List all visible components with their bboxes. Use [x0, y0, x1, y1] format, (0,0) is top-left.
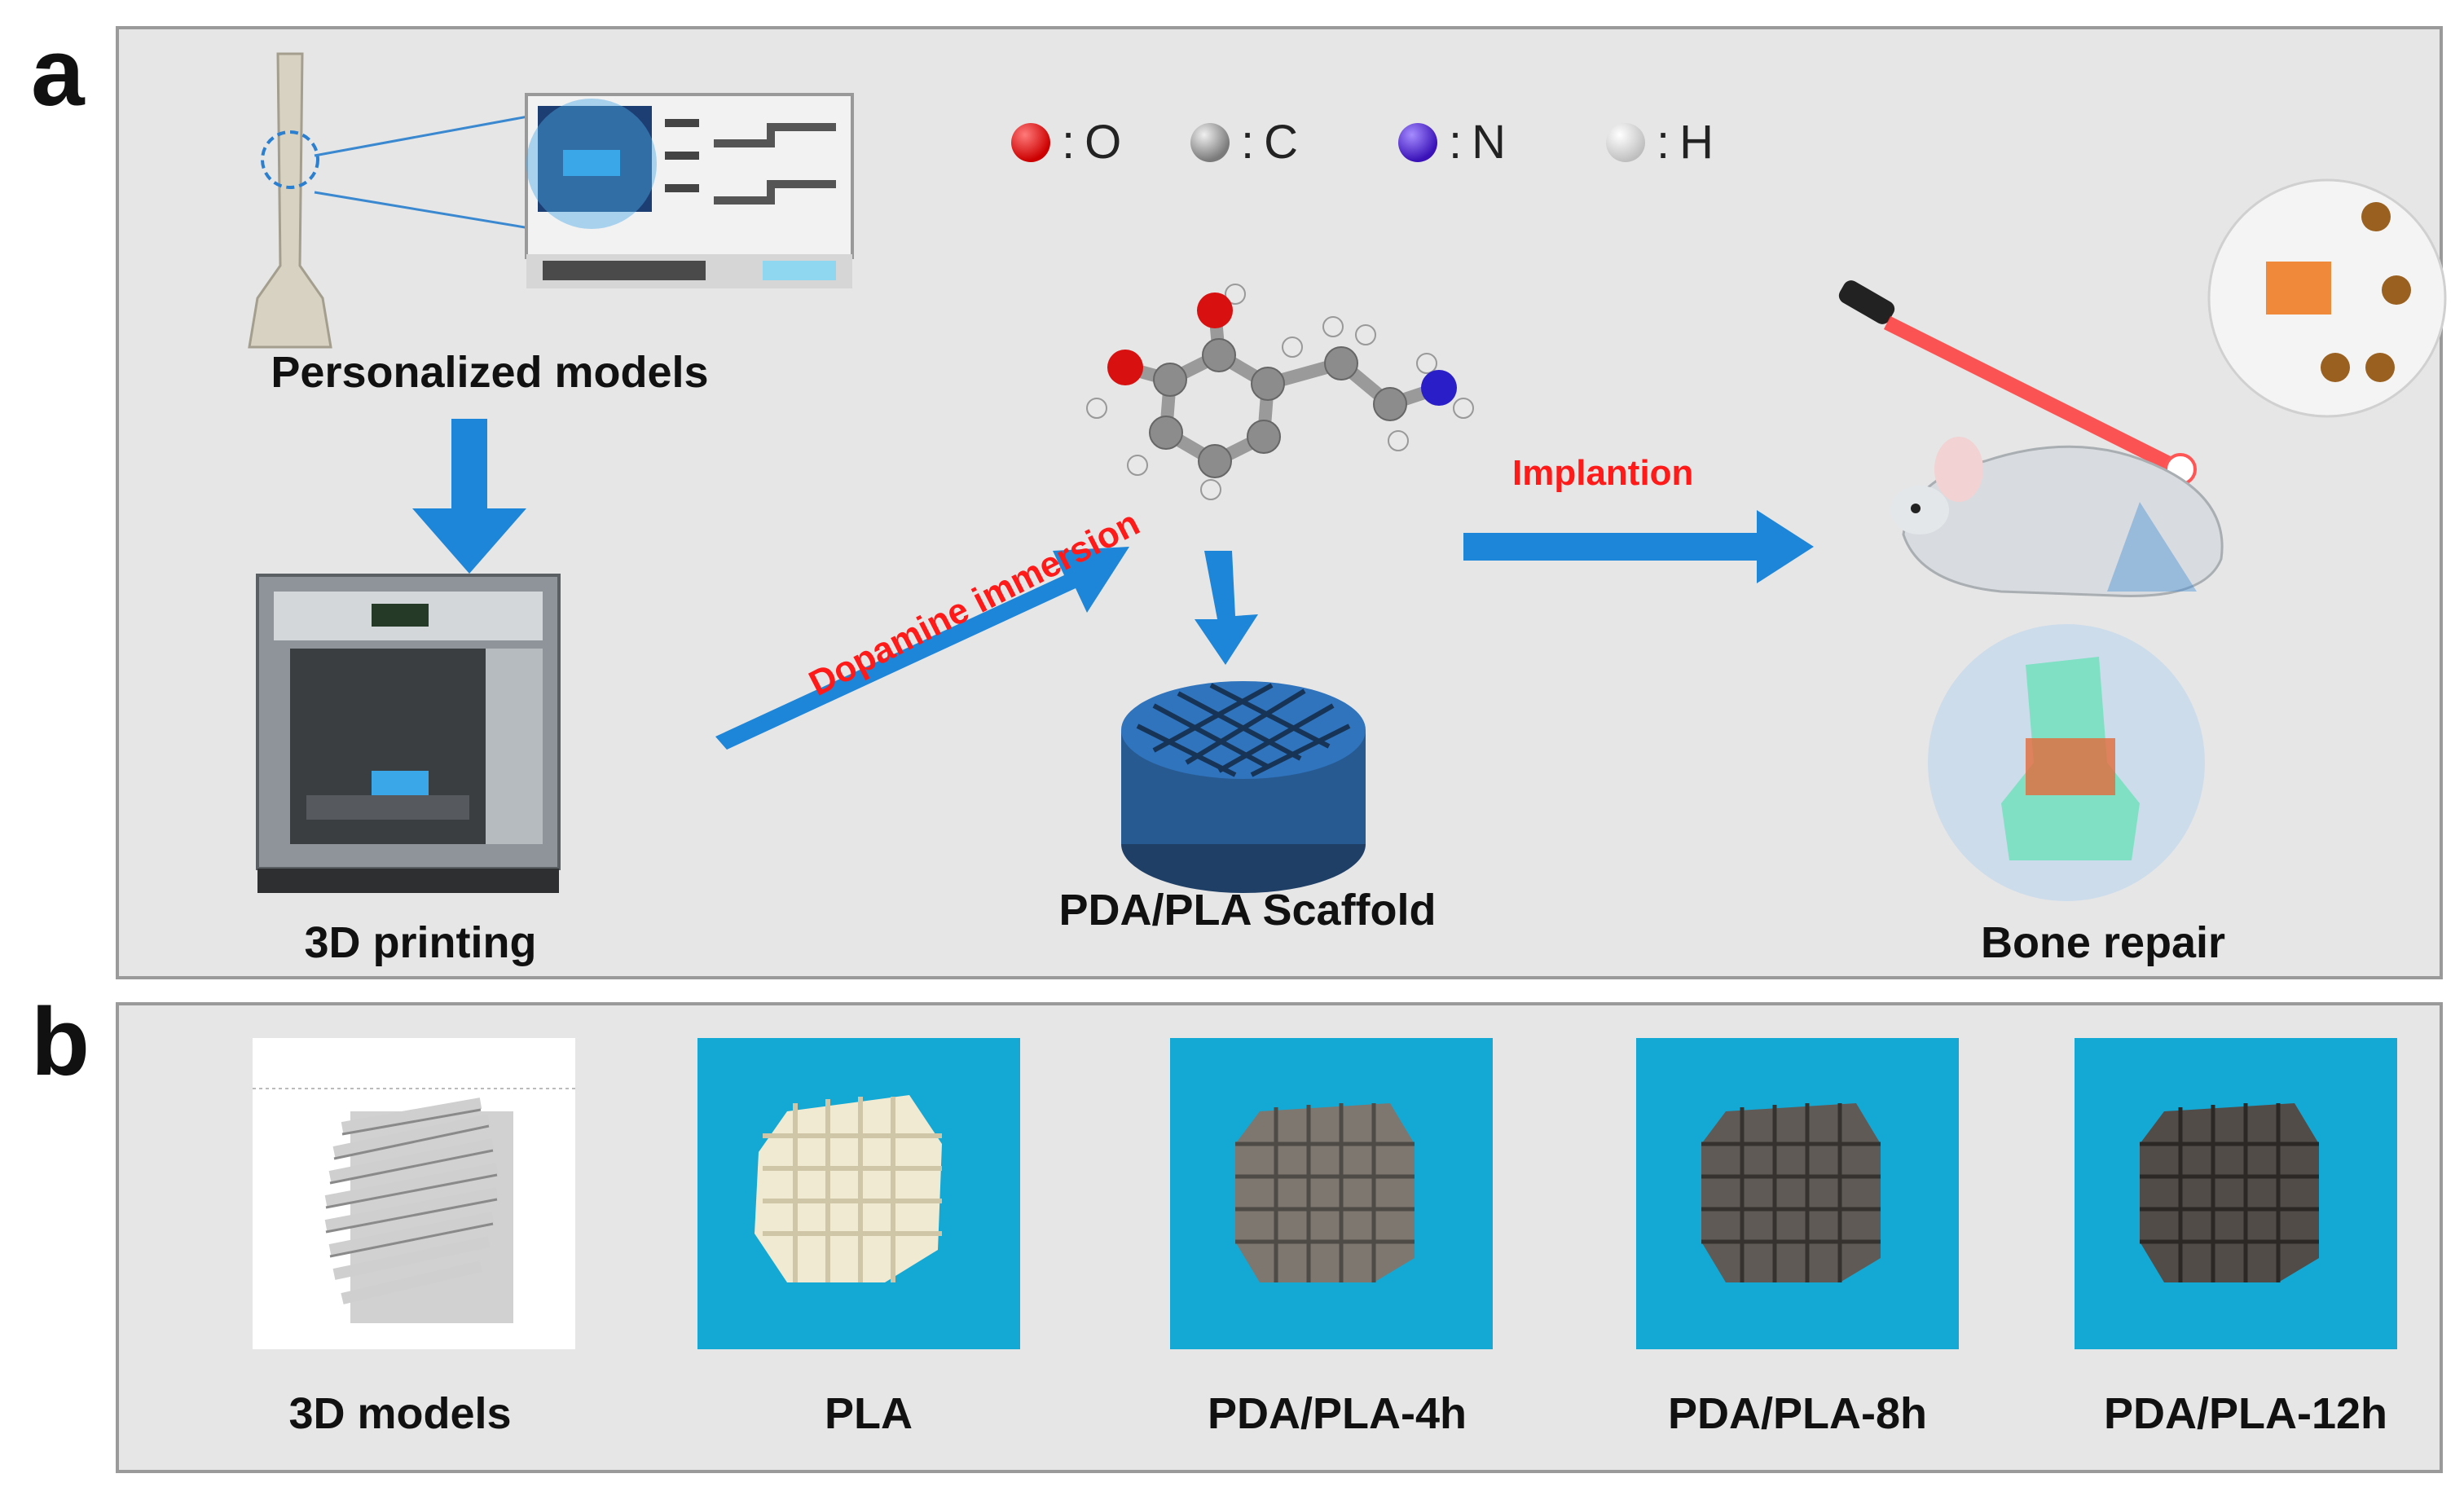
implantion-arrow — [1463, 510, 1814, 583]
nitrogen-atom-icon — [1398, 122, 1437, 162]
pda-pla-12h-scaffold-icon — [2140, 1103, 2319, 1282]
panel-b: 3D models PLA PDA/PLA-4h PDA/PLA-8h PDA/… — [116, 1002, 2443, 1473]
zoom-bubble-icon — [2207, 178, 2447, 418]
3d-printing-label: 3D printing — [304, 918, 537, 967]
legend-symbol: : — [1241, 116, 1255, 169]
legend-symbol: : — [1657, 116, 1670, 169]
panel-a: Personalized models 3D printing Dopamine… — [116, 26, 2447, 979]
pda-pla-8h-scaffold-icon — [1701, 1103, 1881, 1282]
implantion-label: Implantion — [1512, 453, 1694, 493]
down-arrow — [412, 419, 526, 574]
pda-pla-4h-scaffold-icon — [1235, 1103, 1415, 1282]
bone-repair-label: Bone repair — [1980, 918, 2226, 967]
panel-a-letter: a — [31, 19, 85, 126]
repaired-bone-icon — [1928, 624, 2205, 901]
legend-element: N — [1472, 116, 1507, 169]
pda-pla-12h-photo — [2075, 1038, 2397, 1349]
carbon-atom-icon — [1190, 122, 1230, 162]
3d-models-label: 3D models — [288, 1389, 512, 1438]
pda-pla-8h-photo — [1636, 1038, 1959, 1349]
pla-photo — [697, 1038, 1020, 1349]
legend-symbol: : — [1062, 116, 1076, 169]
computer-icon — [314, 93, 854, 288]
pda-pla-12h-label: PDA/PLA-12h — [2103, 1389, 2388, 1438]
bone-icon — [248, 52, 332, 349]
legend-item-carbon: : C — [1190, 115, 1298, 169]
pla-label: PLA — [825, 1389, 913, 1438]
dopamine-arrow — [715, 547, 1129, 750]
mouse-icon — [1890, 437, 2224, 597]
personalized-models-label: Personalized models — [271, 348, 709, 397]
dopamine-molecule-icon — [1086, 284, 1474, 500]
pda-pla-scaffold-label: PDA/PLA Scaffold — [1058, 886, 1437, 935]
legend-element: C — [1264, 116, 1299, 169]
legend-item-oxygen: : O — [1011, 115, 1121, 169]
legend-element: H — [1679, 116, 1714, 169]
pda-pla-4h-label: PDA/PLA-4h — [1207, 1389, 1467, 1438]
printer-icon — [256, 574, 561, 893]
hydrogen-atom-icon — [1606, 122, 1645, 162]
scaffold-icon — [1121, 681, 1366, 893]
legend-symbol: : — [1449, 116, 1463, 169]
panel-b-letter: b — [31, 988, 90, 1096]
scaffold-model-icon — [253, 1088, 575, 1323]
legend-element: O — [1085, 116, 1122, 169]
3d-model-image — [253, 1038, 575, 1349]
pda-pla-4h-photo — [1170, 1038, 1493, 1349]
molecule-to-scaffold-arrow — [1195, 551, 1258, 665]
legend-item-nitrogen: : N — [1398, 115, 1506, 169]
legend-item-hydrogen: : H — [1606, 115, 1714, 169]
pda-pla-8h-label: PDA/PLA-8h — [1667, 1389, 1928, 1438]
oxygen-atom-icon — [1011, 122, 1050, 162]
pla-scaffold-icon — [755, 1095, 942, 1282]
